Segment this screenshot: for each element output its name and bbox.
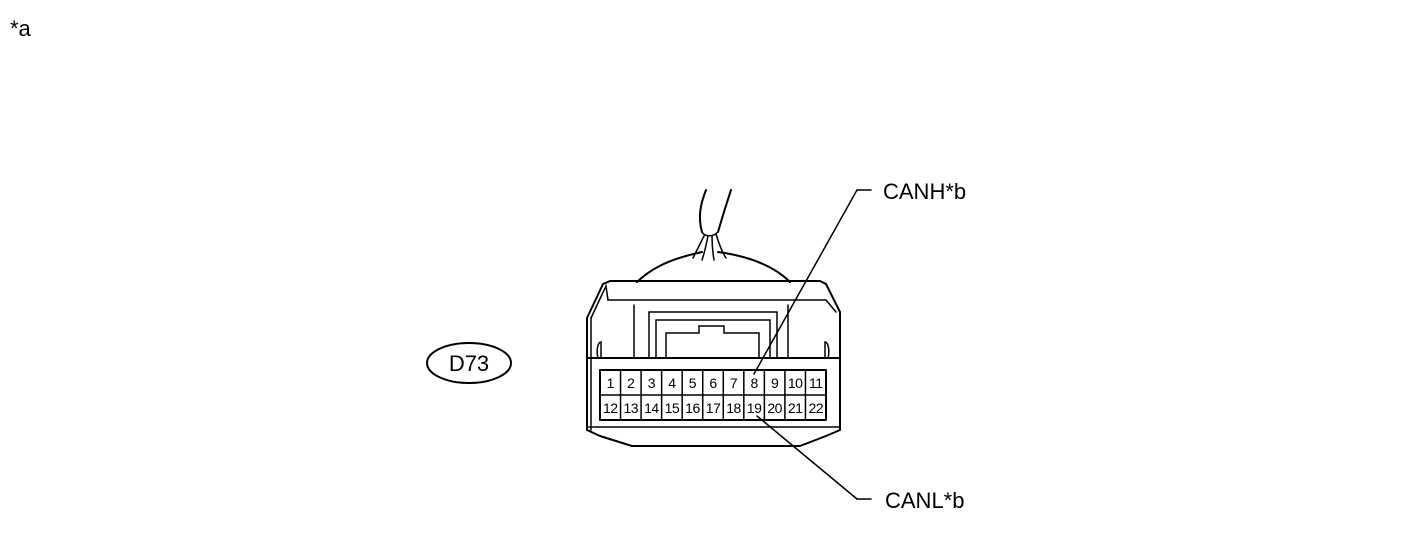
pin-label-10: 10 xyxy=(788,375,803,391)
pin-label-12: 12 xyxy=(603,400,618,416)
pin-label-7: 7 xyxy=(730,375,738,391)
pin-label-1: 1 xyxy=(607,375,615,391)
pin-label-4: 4 xyxy=(668,375,676,391)
pin-label-2: 2 xyxy=(627,375,635,391)
pin-label-8: 8 xyxy=(750,375,758,391)
pin-label-18: 18 xyxy=(726,400,741,416)
canl-label: CANL*b xyxy=(885,488,964,513)
pin-label-17: 17 xyxy=(706,400,721,416)
pin-label-21: 21 xyxy=(788,400,803,416)
pin-label-9: 9 xyxy=(771,375,779,391)
pin-label-3: 3 xyxy=(648,375,656,391)
canl-callout: CANL*b xyxy=(756,415,964,513)
pin-label-22: 22 xyxy=(808,400,823,416)
connector-housing xyxy=(586,280,841,447)
pin-label-5: 5 xyxy=(689,375,697,391)
pin-label-6: 6 xyxy=(709,375,717,391)
connector-code: D73 xyxy=(449,351,489,376)
connector-code-badge: D73 xyxy=(426,342,512,384)
pin-label-11: 11 xyxy=(809,375,823,391)
figure-marker: *a xyxy=(10,16,32,41)
pin-label-14: 14 xyxy=(644,400,659,416)
canh-callout: CANH*b xyxy=(753,179,966,375)
wire-harness xyxy=(636,189,791,283)
pin-label-20: 20 xyxy=(767,400,782,416)
canh-label: CANH*b xyxy=(883,179,966,204)
pin-label-15: 15 xyxy=(665,400,680,416)
pin-label-19: 19 xyxy=(747,400,762,416)
pin-label-13: 13 xyxy=(624,400,639,416)
pin-label-16: 16 xyxy=(685,400,700,416)
